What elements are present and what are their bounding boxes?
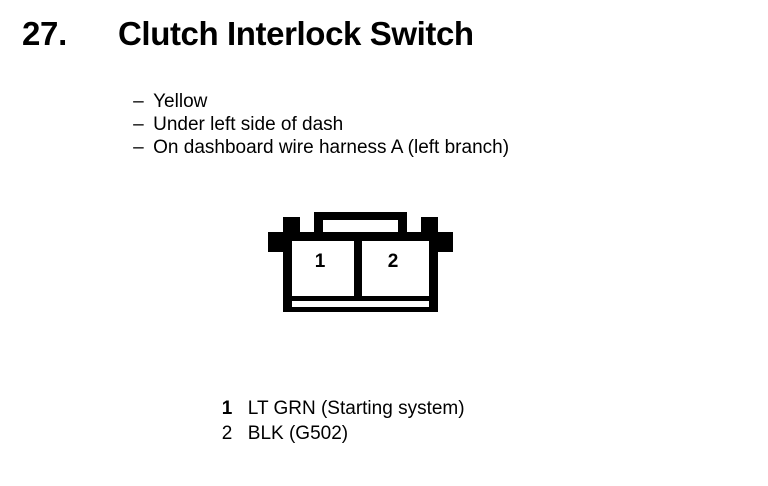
list-item: –Under left side of dash bbox=[112, 90, 712, 135]
legend-pin-description: LT GRN (Starting system) bbox=[247, 398, 465, 419]
latch-block-interior bbox=[323, 220, 398, 232]
item-number: 27. bbox=[22, 15, 67, 52]
page-title: Clutch Interlock Switch bbox=[118, 15, 474, 52]
dash-bullet-icon: – bbox=[133, 137, 144, 158]
legend-pin-number: 1 bbox=[221, 398, 233, 419]
list-item: –On dashboard wire harness A (left branc… bbox=[112, 113, 712, 158]
legend-pin-number: 2 bbox=[221, 423, 233, 444]
cavity-number-2: 2 bbox=[388, 251, 399, 272]
list-item: –Yellow bbox=[112, 67, 712, 112]
cavity-number-1: 1 bbox=[315, 251, 326, 272]
cavity-1-interior bbox=[292, 241, 354, 296]
list-item-label: Yellow bbox=[153, 91, 208, 112]
legend-row: 2 BLK (G502) bbox=[204, 396, 624, 444]
list-item-label: Under left side of dash bbox=[153, 114, 344, 135]
bottom-lip-slot bbox=[292, 301, 429, 307]
connector-outline-svg: 1 2 bbox=[268, 212, 453, 312]
legend-pin-description: BLK (G502) bbox=[247, 423, 349, 444]
list-item-label: On dashboard wire harness A (left branch… bbox=[153, 137, 510, 158]
dash-bullet-icon: – bbox=[133, 91, 144, 112]
legend-row: 1 LT GRN (Starting system) bbox=[204, 371, 624, 419]
detail-list: –Yellow –Under left side of dash –On das… bbox=[112, 67, 712, 158]
dash-bullet-icon: – bbox=[133, 114, 144, 135]
connector-diagram: 1 2 bbox=[262, 210, 467, 320]
cavity-2-interior bbox=[362, 241, 429, 296]
pin-legend: 1 LT GRN (Starting system) 2 BLK (G502) bbox=[204, 371, 624, 444]
